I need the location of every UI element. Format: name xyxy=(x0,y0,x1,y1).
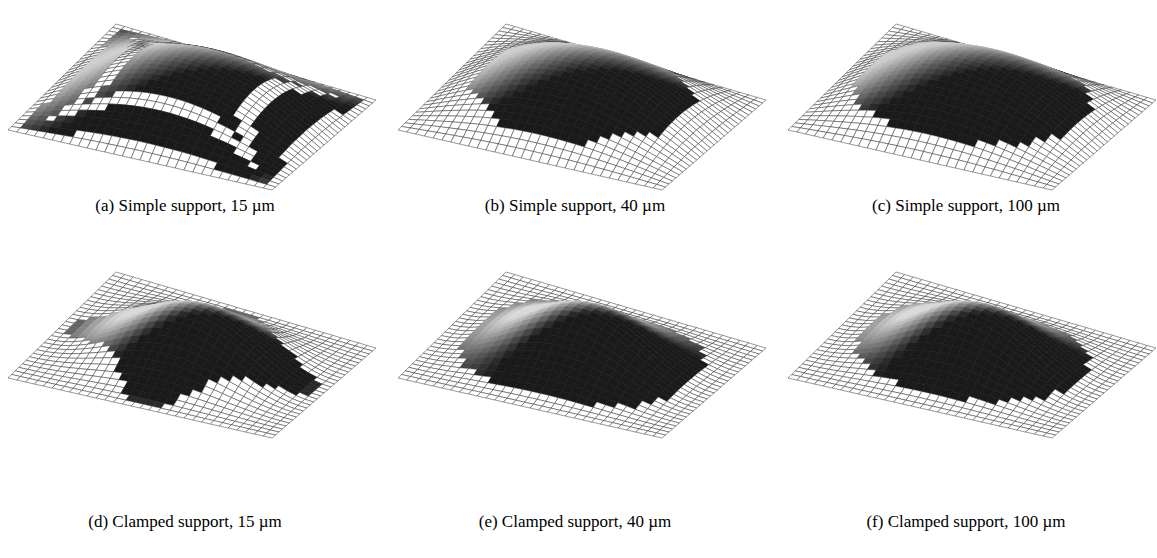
plate-mesh xyxy=(8,24,376,190)
plate-mesh xyxy=(788,24,1156,190)
plate-mesh xyxy=(398,24,766,190)
